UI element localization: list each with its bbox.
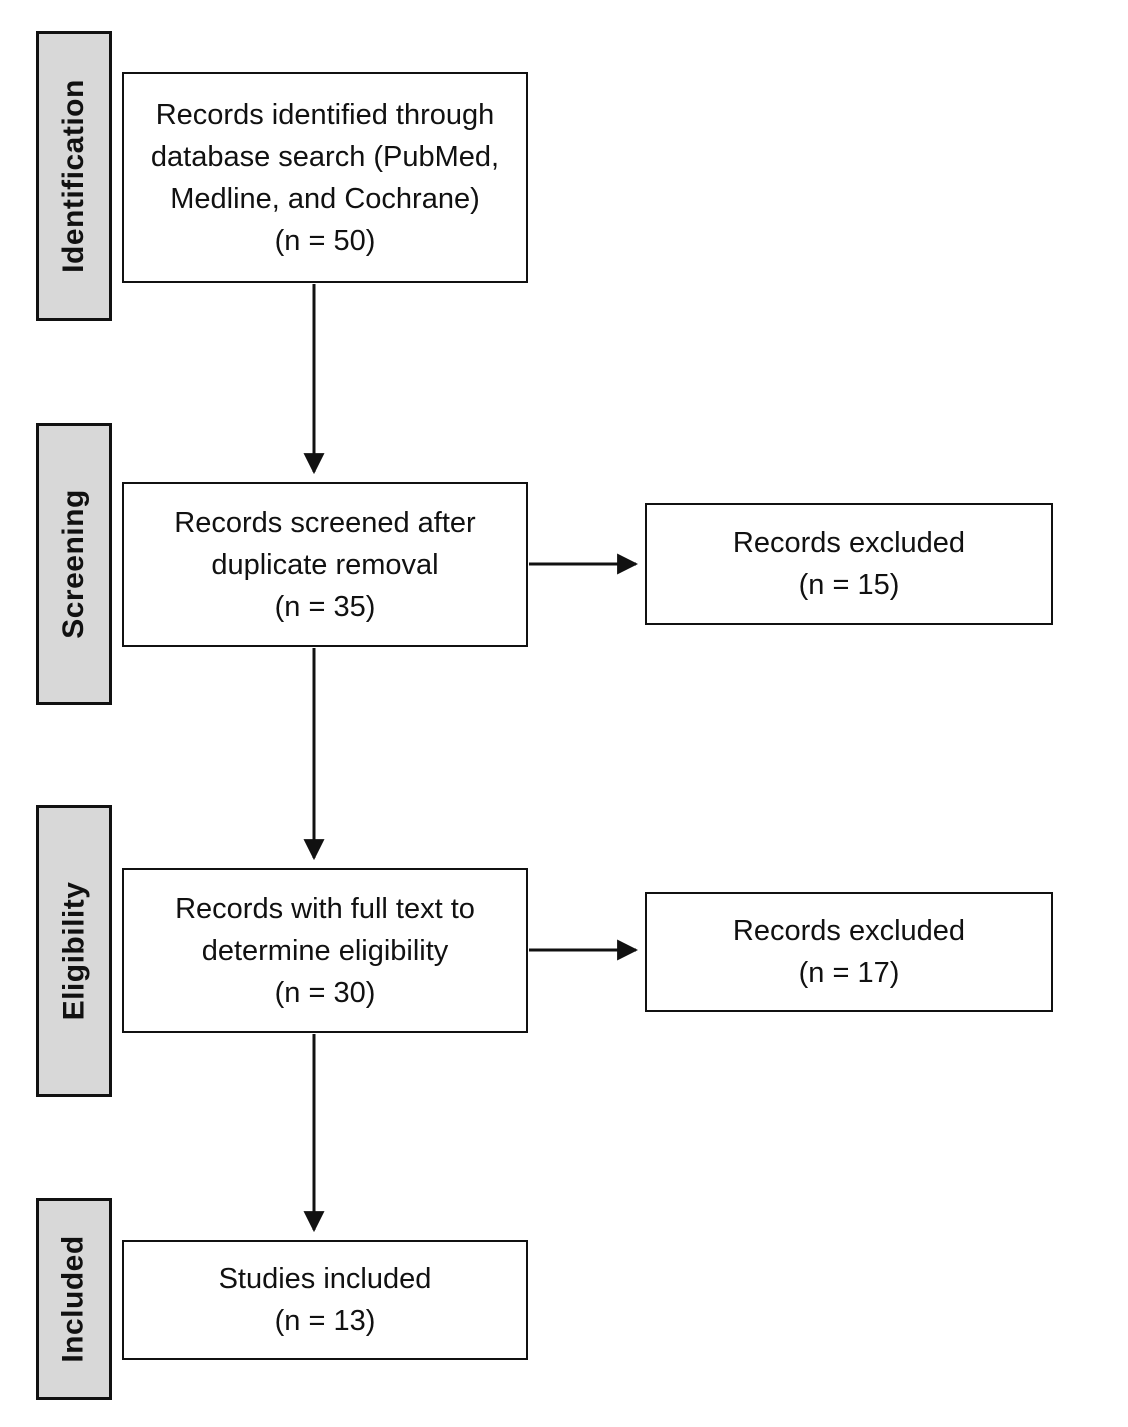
box-text-line: Records excluded [732,527,966,559]
box-excluded-eligibility: Records excluded (n = 17) [645,892,1053,1012]
box-excluded-screening: Records excluded (n = 15) [645,503,1053,625]
stage-label-text: Eligibility [57,881,91,1021]
box-text-line: Medline, and Cochrane) [170,182,480,215]
box-text-line: (n = 15) [798,569,900,601]
box-text-line: (n = 50) [274,224,376,257]
box-text-line: (n = 13) [274,1305,376,1337]
box-studies-included: Studies included (n = 13) [122,1240,528,1360]
box-text-line: Records identified through [155,98,495,131]
box-text-line: (n = 35) [274,590,376,623]
stage-label-screening: Screening [36,423,112,705]
box-text-line: Records screened after [174,506,476,539]
box-text-line: determine eligibility [201,934,449,967]
stage-label-eligibility: Eligibility [36,805,112,1097]
box-text-line: database search (PubMed, [150,140,500,173]
stage-label-text: Identification [57,79,91,273]
box-records-identified: Records identified through database sear… [122,72,528,283]
box-text-line: Studies included [218,1263,432,1295]
stage-label-text: Screening [57,489,90,639]
box-records-fulltext: Records with full text to determine elig… [122,868,528,1033]
stage-label-text: Included [57,1235,90,1363]
box-text-line: (n = 30) [274,976,376,1009]
box-text-line: (n = 17) [798,957,900,989]
box-records-screened: Records screened after duplicate removal… [122,482,528,647]
box-text-line: Records excluded [732,915,966,947]
stage-label-identification: Identification [36,31,112,321]
stage-label-included: Included [36,1198,112,1400]
box-text-line: duplicate removal [211,548,439,581]
box-text-line: Records with full text to [175,892,475,925]
